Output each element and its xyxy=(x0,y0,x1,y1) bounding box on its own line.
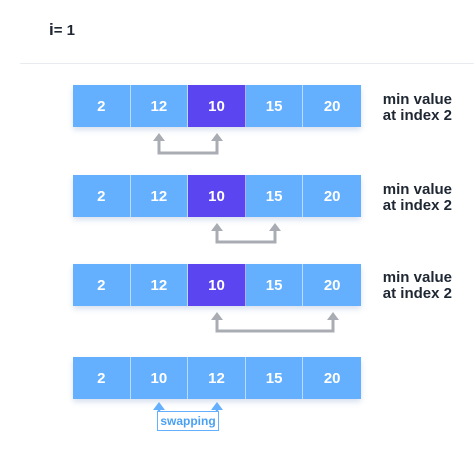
array-cell-min: 10 xyxy=(188,264,246,306)
swap-arrowheads xyxy=(153,402,223,410)
array-cell: 20 xyxy=(303,85,361,127)
min-note-line2: at index 2 xyxy=(382,285,452,302)
array-cell: 20 xyxy=(303,357,361,399)
array-cell-min: 10 xyxy=(188,85,246,127)
array-cell: 2 xyxy=(73,175,131,217)
min-note-line2: at index 2 xyxy=(382,107,452,124)
array-row-4: 2 10 12 15 20 xyxy=(73,357,361,399)
array-cell: 15 xyxy=(245,175,304,217)
compare-arrow-2 xyxy=(215,229,277,244)
array-cell-min: 10 xyxy=(188,175,246,217)
min-note-2: min value at index 2 xyxy=(352,182,452,214)
array-cell: 12 xyxy=(130,264,189,306)
array-cell: 10 xyxy=(130,357,189,399)
arrowheads-3 xyxy=(211,312,339,320)
min-note-1: min value at index 2 xyxy=(352,92,452,124)
array-row-2: 2 12 10 15 20 xyxy=(73,175,361,217)
array-row-1: 2 12 10 15 20 xyxy=(73,85,361,127)
min-note-line2: at index 2 xyxy=(382,197,452,214)
array-cell: 2 xyxy=(73,85,131,127)
array-row-3: 2 12 10 15 20 xyxy=(73,264,361,306)
array-cell: 12 xyxy=(130,175,189,217)
array-cell: 2 xyxy=(73,264,131,306)
array-cell: 15 xyxy=(245,85,304,127)
min-note-line1: min value xyxy=(382,91,452,108)
array-cell: 12 xyxy=(130,85,189,127)
iteration-variable: i xyxy=(49,20,54,39)
array-cell: 12 xyxy=(188,357,246,399)
compare-arrow-3 xyxy=(215,318,335,333)
divider xyxy=(20,63,474,64)
min-note-line1: min value xyxy=(382,181,452,198)
arrowheads-1 xyxy=(153,133,223,141)
array-cell: 20 xyxy=(303,264,361,306)
iteration-value: = 1 xyxy=(53,22,76,39)
array-cell: 2 xyxy=(73,357,131,399)
swapping-label: swapping xyxy=(157,411,219,431)
iteration-label: i= 1 xyxy=(49,20,75,40)
array-cell: 20 xyxy=(303,175,361,217)
array-cell: 15 xyxy=(245,357,304,399)
min-note-line1: min value xyxy=(382,269,452,286)
arrowheads-2 xyxy=(211,223,281,231)
array-cell: 15 xyxy=(245,264,304,306)
min-note-3: min value at index 2 xyxy=(352,270,452,302)
compare-arrow-1 xyxy=(157,139,219,155)
